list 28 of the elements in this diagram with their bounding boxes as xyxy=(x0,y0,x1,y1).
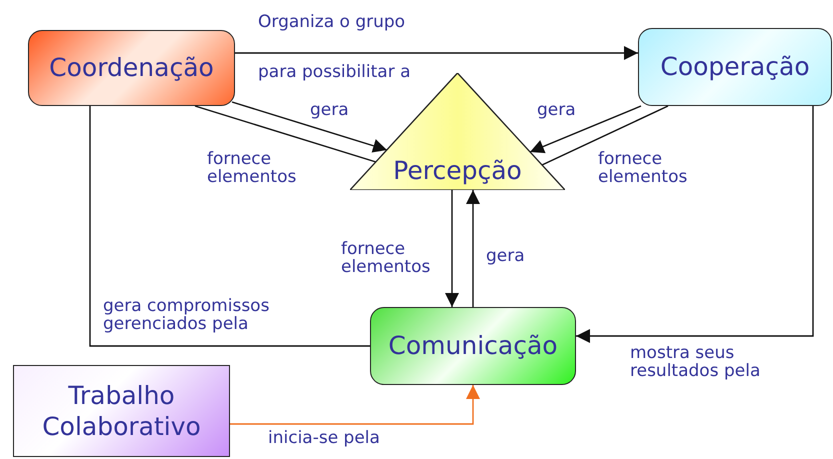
concept-box xyxy=(370,307,576,385)
arrow xyxy=(445,190,459,307)
arrow xyxy=(235,46,638,60)
connector-line xyxy=(542,105,668,166)
edge-label: gera xyxy=(486,248,525,266)
arrow xyxy=(530,105,642,154)
arrow xyxy=(576,106,814,343)
arrow xyxy=(230,385,480,425)
concept-label: Cooperação xyxy=(660,51,810,83)
arrow xyxy=(466,190,480,307)
concept-label: Percepção xyxy=(393,154,522,186)
edge-label: fornece elementos xyxy=(207,151,298,187)
concept-box xyxy=(28,30,235,106)
edge-label: fornece elementos xyxy=(341,241,432,277)
edge-label: mostra seus resultados pela xyxy=(630,345,762,381)
edge-label: fornece elementos xyxy=(598,151,688,187)
arrow xyxy=(232,101,388,153)
concept-label: Trabalho Colaborativo xyxy=(41,380,202,442)
edge-label: gera xyxy=(310,102,349,120)
edge-label: gera xyxy=(537,102,576,120)
concept-label: Coordenação xyxy=(49,52,214,84)
connector-line xyxy=(194,105,376,163)
edge-label: gera compromissos gerenciados pela xyxy=(103,298,270,334)
concept-box xyxy=(13,365,230,457)
concept-box xyxy=(638,28,832,106)
connector-line xyxy=(89,106,370,347)
concept-label: Comunicação xyxy=(388,330,558,362)
edge-label: inicia-se pela xyxy=(268,430,380,448)
